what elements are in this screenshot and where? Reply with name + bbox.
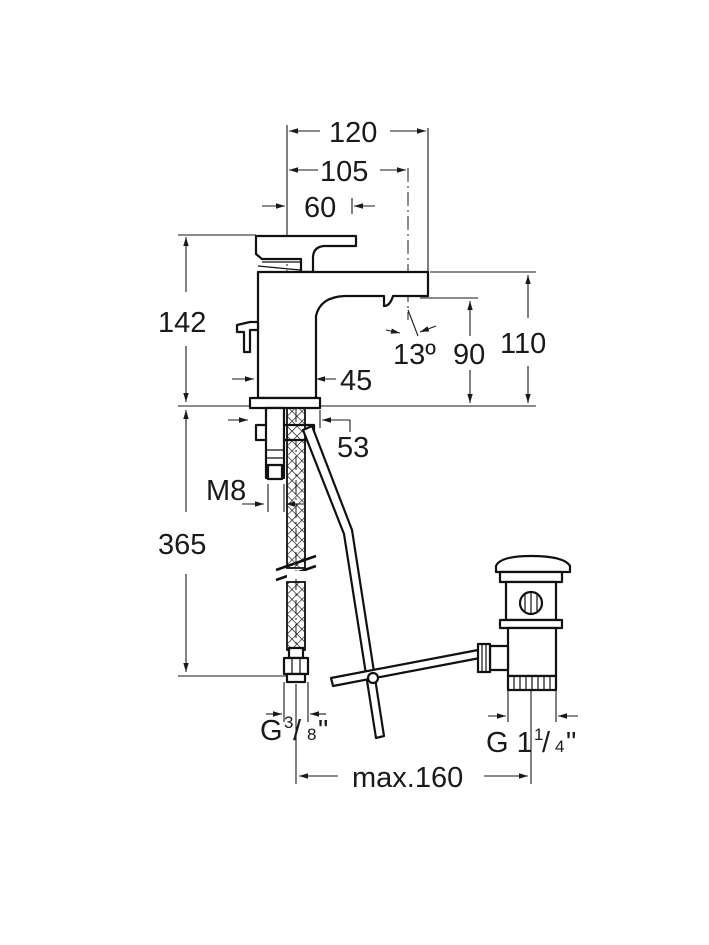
dim-max-160: max.160 xyxy=(352,762,463,794)
dim-365: 365 xyxy=(158,529,206,561)
dim-g-1-1-4-numerator: 1 xyxy=(534,725,543,744)
dim-105: 105 xyxy=(320,156,368,188)
dim-110: 110 xyxy=(500,328,546,360)
dim-g-3-8-prefix: G xyxy=(260,715,283,747)
dim-120: 120 xyxy=(329,117,377,149)
dim-142: 142 xyxy=(158,307,206,339)
dim-g-1-1-4-slash: / xyxy=(542,727,551,759)
dim-13-degrees: 13º xyxy=(393,339,436,371)
popup-rod xyxy=(301,424,482,740)
dim-60: 60 xyxy=(304,192,336,224)
dim-53: 53 xyxy=(337,432,369,464)
dim-m8: M8 xyxy=(206,475,246,507)
dim-g-3-8: G 3 / 8 " xyxy=(260,713,328,747)
dim-g-3-8-denominator: 8 xyxy=(307,725,316,744)
faucet-body xyxy=(235,234,430,481)
drain-waste xyxy=(476,554,572,692)
dim-g-1-1-4-suffix: " xyxy=(566,727,576,759)
dim-g-3-8-suffix: " xyxy=(318,715,328,747)
dim-g-1-1-4: G 1 1 / 4 " xyxy=(486,725,576,759)
flex-hose xyxy=(275,407,317,684)
dim-45: 45 xyxy=(340,365,372,397)
dim-g-3-8-slash: / xyxy=(293,715,302,747)
dimension-labels: 120 105 60 142 13º 90 110 45 53 M8 365 G… xyxy=(158,117,576,794)
dim-g-3-8-numerator: 3 xyxy=(284,713,293,732)
dim-g-1-1-4-prefix: G 1 xyxy=(486,727,533,759)
dim-90: 90 xyxy=(453,339,485,371)
dim-g-1-1-4-denominator: 4 xyxy=(555,737,564,756)
dimension-lines xyxy=(178,125,578,784)
